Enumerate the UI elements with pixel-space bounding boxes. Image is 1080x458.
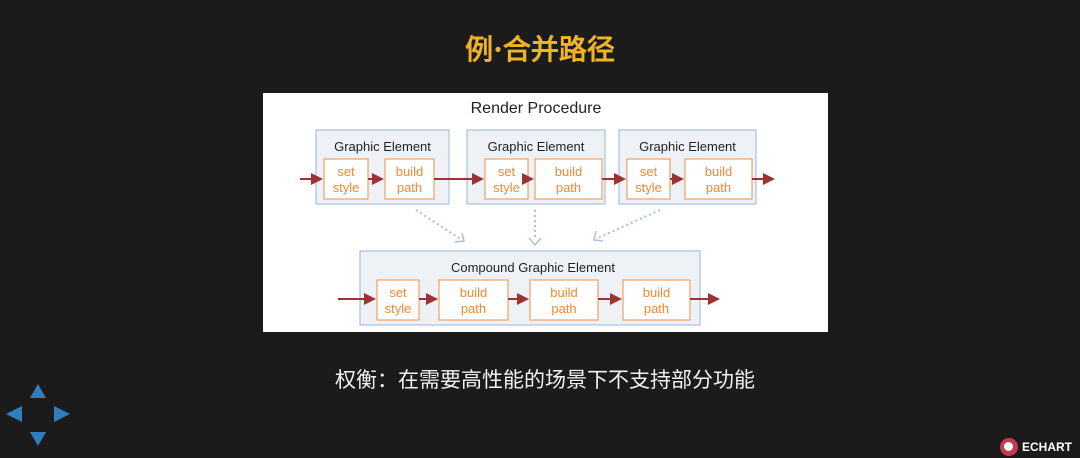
- step-label-line1: build: [643, 285, 670, 300]
- step-label-line1: set: [498, 164, 516, 179]
- step-label-line1: set: [640, 164, 658, 179]
- nav-right-icon[interactable]: [54, 406, 70, 422]
- compound-graphic-element: Compound Graphic Elementsetstylebuildpat…: [359, 250, 701, 326]
- graphic-element-label: Graphic Element: [334, 139, 431, 154]
- compound-label: Compound Graphic Element: [451, 260, 615, 275]
- step-label-line1: build: [555, 164, 582, 179]
- step-label-line1: build: [705, 164, 732, 179]
- step-label-line2: path: [461, 301, 486, 316]
- step-label-line2: style: [385, 301, 412, 316]
- diagram-title: Render Procedure: [471, 100, 602, 117]
- graphic-element-label: Graphic Element: [639, 139, 736, 154]
- echarts-logo: ECHART: [1000, 436, 1072, 458]
- step-label-line1: build: [396, 164, 423, 179]
- step-label-line2: path: [397, 180, 422, 195]
- step-label-line2: path: [644, 301, 669, 316]
- step-label-line2: style: [493, 180, 520, 195]
- diagram-svg: Render Procedure Graphic Elementsetstyle…: [300, 100, 775, 326]
- step-label-line1: build: [550, 285, 577, 300]
- slide-title: 例·合并路径: [465, 33, 615, 66]
- merge-arrows: [415, 209, 661, 247]
- graphic-element-label: Graphic Element: [488, 139, 585, 154]
- nav-up-icon[interactable]: [30, 384, 46, 398]
- echarts-logo-icon: [1000, 438, 1018, 456]
- step-label-line1: build: [460, 285, 487, 300]
- slide-caption: 权衡：在需要高性能的场景下不支持部分功能: [335, 368, 755, 392]
- nav-left-icon[interactable]: [6, 406, 22, 422]
- nav-down-icon[interactable]: [30, 432, 46, 446]
- step-label-line2: path: [551, 301, 576, 316]
- step-label-line2: style: [635, 180, 662, 195]
- step-label-line1: set: [389, 285, 407, 300]
- step-label-line1: set: [337, 164, 355, 179]
- step-label-line2: path: [706, 180, 731, 195]
- slide-navigation: [6, 384, 70, 446]
- logo-text: ECHART: [1022, 440, 1072, 454]
- step-label-line2: style: [333, 180, 360, 195]
- step-label-line2: path: [556, 180, 581, 195]
